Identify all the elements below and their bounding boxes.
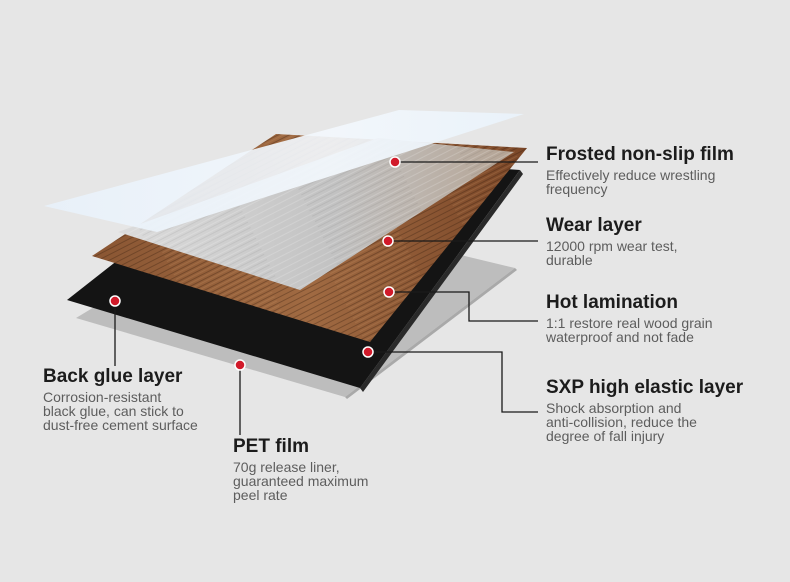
label-frosted: Frosted non-slip film Effectively reduce… <box>546 144 734 196</box>
label-frosted-desc: Effectively reduce wrestling frequency <box>546 167 716 197</box>
label-pet-title: PET film <box>233 436 310 457</box>
marker-wear <box>382 235 394 247</box>
label-wear-title: Wear layer <box>546 215 642 236</box>
label-pet: PET film 70g release liner, guaranteed m… <box>233 436 368 502</box>
label-backglue-title: Back glue layer <box>43 366 183 387</box>
label-wear-desc: 12000 rpm wear test, durable <box>546 238 678 268</box>
pet-film-edge <box>345 268 517 399</box>
leader-line-sxp <box>368 351 538 413</box>
grey-wood-grain <box>118 138 514 290</box>
label-hot-title: Hot lamination <box>546 292 678 313</box>
label-hot-desc: 1:1 restore real wood grain waterproof a… <box>546 315 713 345</box>
marker-pet <box>234 359 246 371</box>
label-sxp-desc: Shock absorption and anti-collision, red… <box>546 400 697 444</box>
label-wear: Wear layer 12000 rpm wear test, durable <box>546 215 678 267</box>
label-hot: Hot lamination 1:1 restore real wood gra… <box>546 292 713 344</box>
frosted-film-layer <box>44 110 524 232</box>
leader-line-hot <box>389 291 538 322</box>
marker-sxp <box>362 346 374 358</box>
label-pet-desc: 70g release liner, guaranteed maximum pe… <box>233 459 369 503</box>
label-backglue-desc: Corrosion-resistant black glue, can stic… <box>43 389 198 433</box>
label-sxp-title: SXP high elastic layer <box>546 377 744 398</box>
label-frosted-title: Frosted non-slip film <box>546 144 734 165</box>
marker-backglue <box>109 295 121 307</box>
label-sxp: SXP high elastic layer Shock absorption … <box>546 377 743 443</box>
label-backglue: Back glue layer Corrosion-resistant blac… <box>43 366 198 432</box>
marker-frosted <box>389 156 401 168</box>
black-layer-edge <box>360 170 523 392</box>
marker-hot <box>383 286 395 298</box>
